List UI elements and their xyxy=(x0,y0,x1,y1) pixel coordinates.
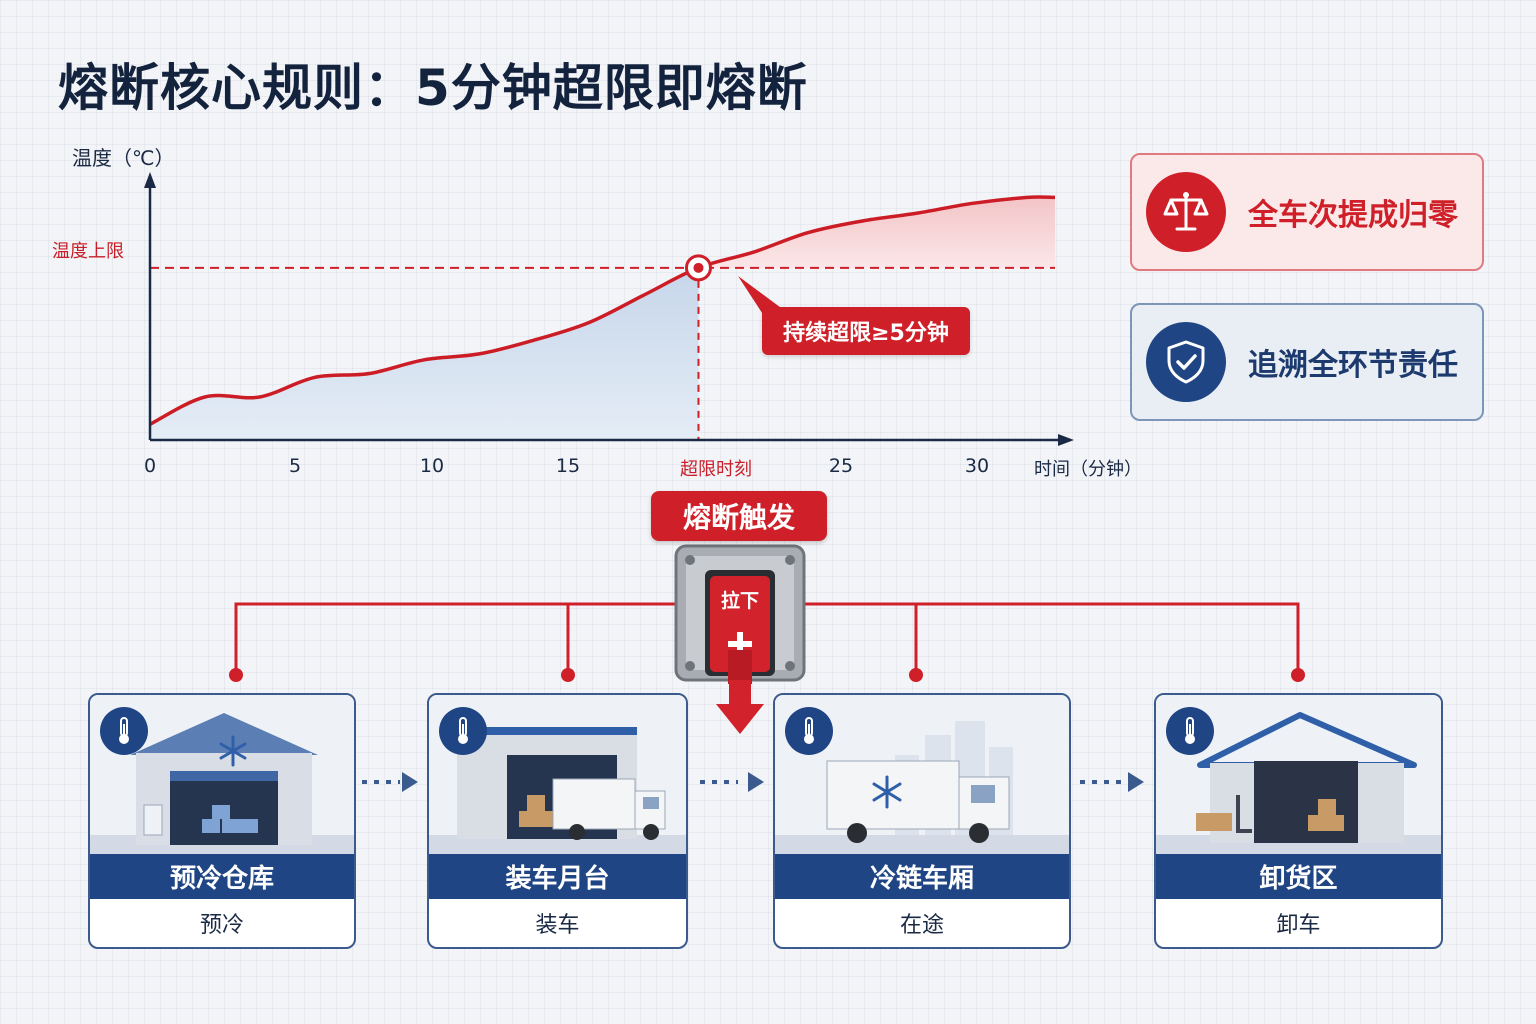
over-limit-area xyxy=(698,196,1055,268)
below-limit-area xyxy=(150,267,699,440)
stage-card-precool-warehouse: 预冷仓库 预冷 xyxy=(88,693,356,949)
x-tick-label: 5 xyxy=(288,455,302,477)
thermometer-icon xyxy=(1166,707,1214,755)
x-tick-label: 0 xyxy=(143,455,157,477)
scales-icon xyxy=(1146,172,1226,252)
rule-text: 追溯全环节责任 xyxy=(1248,348,1458,383)
rule-card-trace-responsibility: 追溯全环节责任 xyxy=(1130,303,1484,421)
stage-step: 预冷 xyxy=(199,913,244,938)
pull-down-arrow xyxy=(716,680,764,734)
loading-dock-illustration xyxy=(429,695,686,854)
x-tick-label: 10 xyxy=(419,455,445,477)
y-axis-arrow xyxy=(144,172,156,188)
stage-name: 预冷仓库 xyxy=(90,854,354,899)
stage-step: 卸车 xyxy=(1276,913,1321,938)
stage-card-loading-dock: 装车月台 装车 xyxy=(427,693,688,949)
snowflake-icon xyxy=(219,735,247,767)
x-axis-arrow xyxy=(1058,434,1074,446)
x-tick-label: 25 xyxy=(828,455,854,477)
stage-name: 卸货区 xyxy=(1156,854,1441,899)
breach-duration-callout: 持续超限≥5分钟 xyxy=(762,307,970,355)
flow-arrows xyxy=(362,772,1144,792)
rule-text: 全车次提成归零 xyxy=(1248,198,1458,233)
fuse-trigger-badge: 熔断触发 xyxy=(651,491,827,541)
unloading-area-illustration xyxy=(1156,695,1441,854)
fuse-switch[interactable] xyxy=(674,544,806,684)
stage-card-unloading-area: 卸货区 卸车 xyxy=(1154,693,1443,949)
breach-point-marker xyxy=(684,254,712,282)
stage-step: 装车 xyxy=(535,913,580,938)
temperature-limit-label: 温度上限 xyxy=(52,241,124,262)
x-axis-label: 时间（分钟） xyxy=(1034,459,1142,480)
stage-name: 冷链车厢 xyxy=(775,854,1069,899)
page-title: 熔断核心规则：5分钟超限即熔断 xyxy=(58,59,808,117)
rule-card-commission-zero: 全车次提成归零 xyxy=(1130,153,1484,271)
snowflake-icon xyxy=(872,775,902,809)
stage-step: 在途 xyxy=(899,913,944,938)
cold-warehouse-illustration xyxy=(90,695,354,854)
switch-pull-label: 拉下 xyxy=(720,590,759,612)
thermometer-icon xyxy=(100,707,148,755)
shield-check-icon xyxy=(1146,322,1226,402)
connector-endpoints xyxy=(229,668,1305,682)
x-tick-label: 15 xyxy=(555,455,581,477)
thermometer-icon xyxy=(785,707,833,755)
stage-name: 装车月台 xyxy=(429,854,686,899)
thermometer-icon xyxy=(439,707,487,755)
x-tick-label: 30 xyxy=(964,455,990,477)
temperature-series-line xyxy=(149,195,1056,426)
y-axis-label: 温度（℃） xyxy=(72,146,175,170)
stage-card-reefer-truck: 冷链车厢 在途 xyxy=(773,693,1071,949)
x-tick-label-breach: 超限时刻 xyxy=(680,459,752,480)
temperature-chart xyxy=(144,172,1074,446)
